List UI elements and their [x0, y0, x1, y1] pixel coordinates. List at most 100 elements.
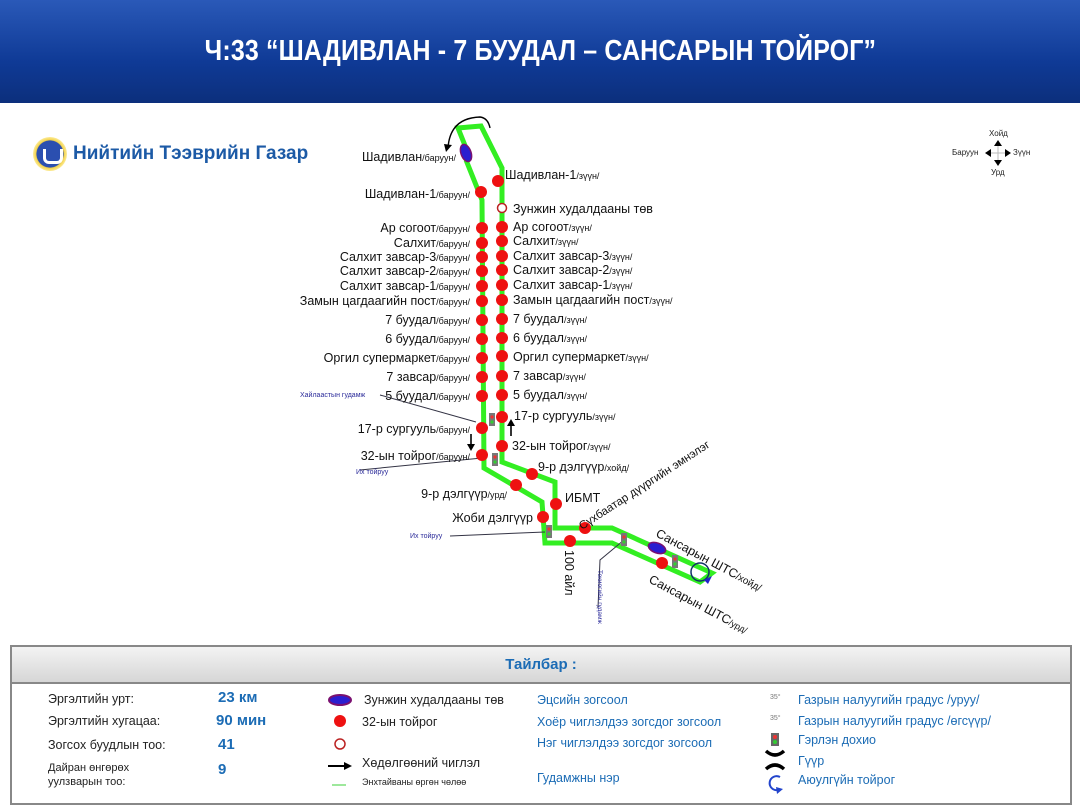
stop-label-west: Жоби дэлгүүр	[452, 511, 533, 525]
stop-marker[interactable]	[496, 313, 508, 325]
stop-marker[interactable]	[496, 370, 508, 382]
mall-icon	[328, 694, 352, 706]
stop-label-east: Замын цагдаагийн пост/зүүн/	[513, 293, 673, 307]
traffic-light-icon	[621, 533, 627, 546]
stop-marker[interactable]	[579, 522, 591, 534]
safety-roundabout-icon	[690, 562, 710, 582]
stop-type-label: Нэг чиглэлдээ зогсдог зогсоол	[537, 736, 713, 750]
stop-marker[interactable]	[496, 202, 508, 214]
stop-marker[interactable]	[537, 511, 549, 523]
stop-label-east: 7 завсар/зүүн/	[513, 369, 586, 383]
legend-symbol-label: Зунжин худалдааны төв	[364, 693, 504, 707]
stop-marker[interactable]	[476, 295, 488, 307]
compass-east: Зүүн	[1013, 148, 1031, 157]
map-symbol-label: Гэрлэн дохио	[798, 733, 877, 747]
stop-marker[interactable]	[476, 352, 488, 364]
stop-marker[interactable]	[476, 371, 488, 383]
grade-down-icon: 35°	[770, 694, 781, 701]
compass: Хойд Баруун Зүүн Урд	[952, 128, 1042, 178]
stat-value: 90 мин	[216, 712, 267, 729]
stop-marker[interactable]	[496, 235, 508, 247]
legend-symbol-label: Энхтайваны өргөн чөлөө	[362, 777, 467, 787]
map-symbol-label: Газрын налуугийн градус /уруу/	[798, 693, 980, 707]
stop-label-west: Ар согоот/баруун/	[380, 221, 470, 235]
compass-north: Хойд	[989, 129, 1008, 138]
stop-label-east: Ар согоот/зүүн/	[513, 220, 592, 234]
stop-marker[interactable]	[496, 221, 508, 233]
map-symbol-label: Газрын налуугийн градус /өгсүүр/	[798, 714, 991, 728]
stop-label-east: 32-ын тойрог/зүүн/	[512, 439, 611, 453]
direction-arrow-icon	[467, 444, 475, 451]
stop-marker[interactable]	[496, 250, 508, 262]
stop-marker[interactable]	[496, 264, 508, 276]
stop-marker[interactable]	[496, 332, 508, 344]
stop-marker[interactable]	[564, 535, 576, 547]
stop-marker[interactable]	[492, 175, 504, 187]
stop-marker[interactable]	[496, 389, 508, 401]
stop-marker[interactable]	[496, 440, 508, 452]
stop-label-west: Салхит завсар-2/баруун/	[340, 264, 471, 278]
stop-label-east: Шадивлан-1/зүүн/	[505, 168, 600, 182]
stop-marker[interactable]	[476, 390, 488, 402]
stop-marker[interactable]	[476, 314, 488, 326]
stop-marker[interactable]	[476, 280, 488, 292]
stop-marker[interactable]	[476, 265, 488, 277]
direction-arrow-icon	[507, 419, 515, 426]
route-line	[454, 123, 717, 585]
stop-marker[interactable]	[476, 333, 488, 345]
stop-marker[interactable]	[475, 186, 487, 198]
stop-marker[interactable]	[496, 411, 508, 423]
stat-label: Эргэлтийн урт:	[48, 692, 134, 706]
stop-label-east: Оргил супермаркет/зүүн/	[513, 350, 649, 364]
stop-dot-icon	[334, 715, 346, 727]
stop-label-east: 7 буудал/зүүн/	[513, 312, 588, 326]
street-name: Сүхбаатар дүүргийн эмнэлэг	[577, 439, 712, 533]
stop-type-label: Эцсийн зогсоол	[537, 693, 628, 707]
stop-marker[interactable]	[476, 251, 488, 263]
legend-header: Тайлбар :	[12, 647, 1070, 684]
stop-marker[interactable]	[550, 498, 562, 510]
stop-marker[interactable]	[510, 479, 522, 491]
stop-label-west: 17-р сургууль/баруун/	[358, 422, 471, 436]
traffic-light-icon	[546, 525, 552, 538]
stop-marker[interactable]	[496, 294, 508, 306]
map-symbol-icons	[764, 733, 786, 794]
page-title: Ч:33 “ШАДИВЛАН - 7 БУУДАЛ – САНСАРЫН ТОЙ…	[204, 35, 876, 67]
stop-label-east: 17-р сургууль/зүүн/	[514, 409, 616, 423]
legend-panel: Тайлбар : Эргэлтийн урт: Эргэлтийн хугац…	[10, 645, 1072, 805]
map-symbol-label: Гүүр	[798, 754, 825, 768]
mall-icon	[459, 143, 473, 163]
stop-label-west: 9-р дэлгүүр/урд/	[421, 487, 507, 501]
stop-label-east: Салхит завсар-2/зүүн/	[513, 263, 633, 277]
stop-label-west: Шадивлан-1/баруун/	[365, 187, 471, 201]
stop-marker[interactable]	[476, 449, 488, 461]
route-map: Шадивлан/баруун/Шадивлан-1/баруун/Ар сог…	[300, 116, 763, 636]
stat-value: 41	[218, 736, 235, 753]
stat-label: Эргэлтийн хугацаа:	[48, 714, 161, 728]
stop-marker[interactable]	[496, 279, 508, 291]
title-bar: Ч:33 “ШАДИВЛАН - 7 БУУДАЛ – САНСАРЫН ТОЙ…	[0, 0, 1080, 103]
stop-marker[interactable]	[526, 468, 538, 480]
mall-icon	[647, 541, 667, 555]
street-name: Токиогийн гудамж	[596, 570, 604, 624]
stop-label-west: Салхит/баруун/	[394, 236, 471, 250]
stop-label: 100 айл	[562, 550, 576, 596]
stop-marker[interactable]	[476, 237, 488, 249]
traffic-light-icon	[492, 453, 498, 466]
grade-up-icon: 35°	[770, 715, 781, 722]
stop-type-label: Гудамжны нэр	[537, 771, 620, 785]
stop-label-west: Оргил супермаркет/баруун/	[324, 351, 471, 365]
stop-label-west: 5 буудал/баруун/	[385, 389, 470, 403]
street-name: Хайлааст­ын гудамж	[300, 391, 366, 399]
direction-arrow-icon	[444, 144, 452, 152]
organization-name: Нийтийн Тээврийн Газар	[73, 143, 309, 164]
stop-marker[interactable]	[476, 222, 488, 234]
stop-label-west: Замын цагдаагийн пост/баруун/	[300, 294, 471, 308]
stop-marker[interactable]	[476, 422, 488, 434]
stop-marker[interactable]	[496, 350, 508, 362]
compass-south: Урд	[991, 168, 1005, 177]
stop-marker[interactable]	[656, 557, 668, 569]
stop-label-east: 5 буудал/зүүн/	[513, 388, 588, 402]
stat-value: 23 км	[218, 689, 258, 706]
stat-label: Зогсох буудлын тоо:	[48, 738, 166, 752]
